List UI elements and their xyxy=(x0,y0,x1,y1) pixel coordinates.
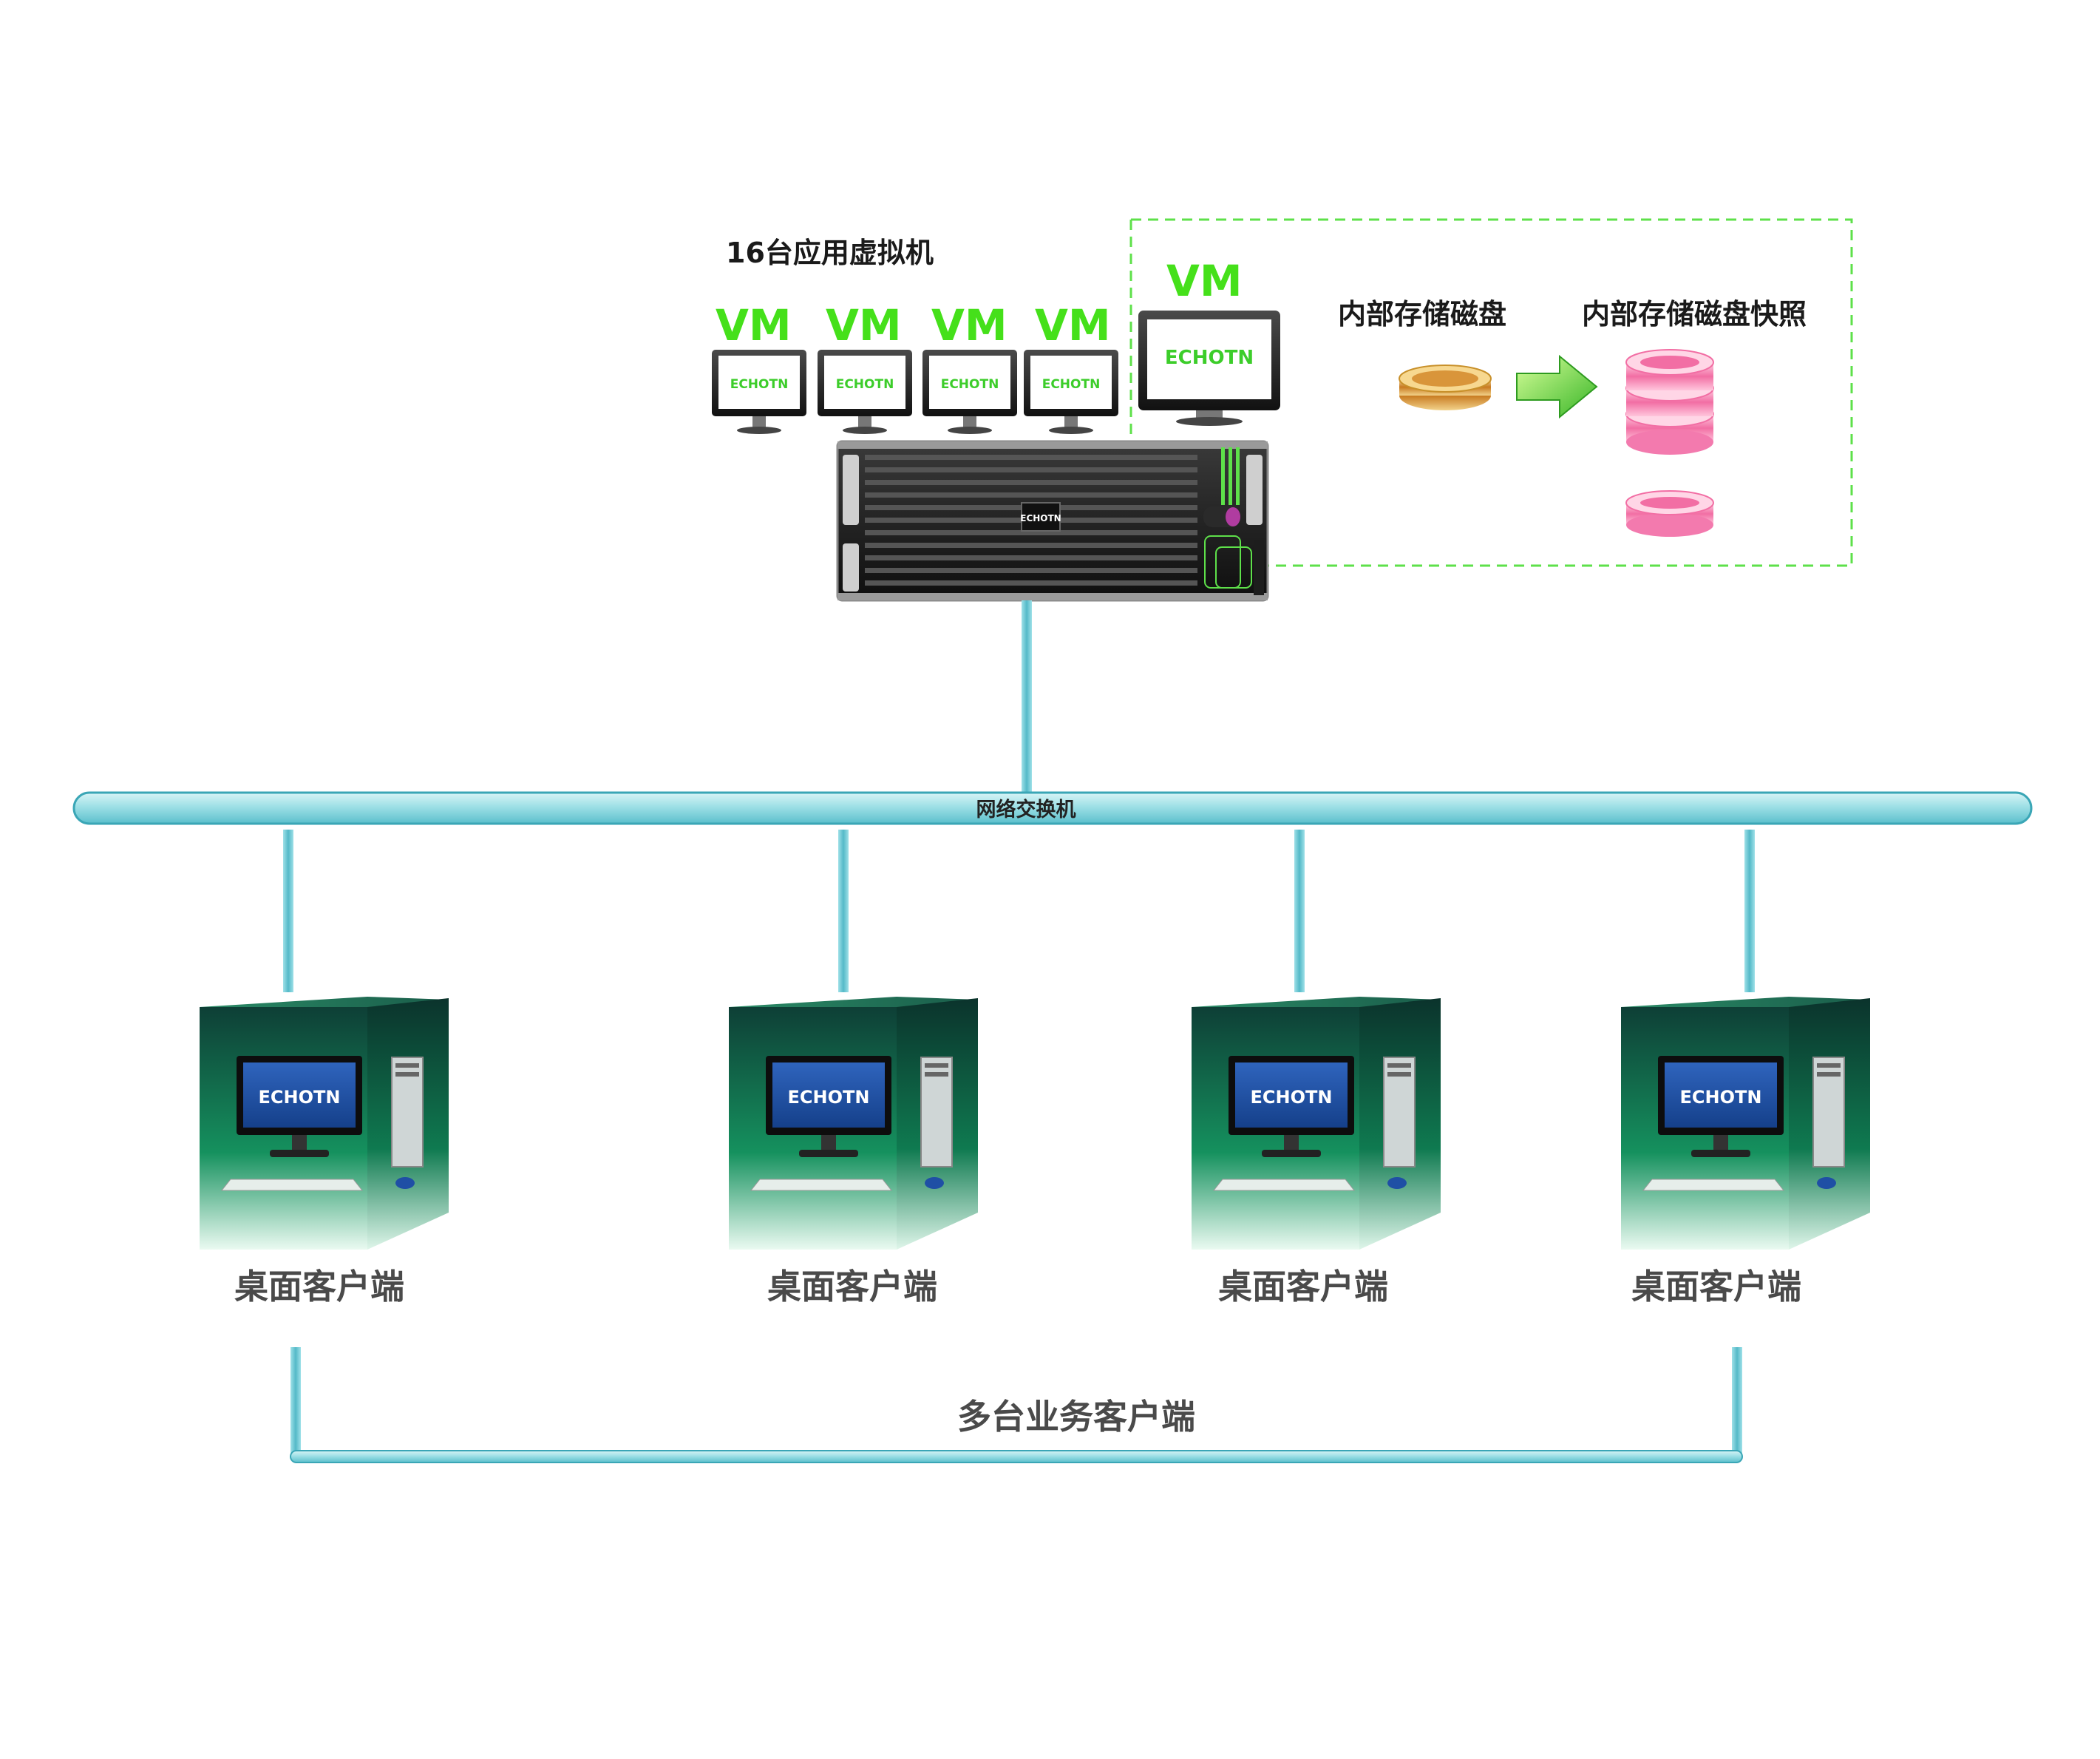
vm-monitor-3: ECHOTN xyxy=(922,350,1017,434)
client-cable-3 xyxy=(1294,830,1305,992)
snapshot-disk-stack-icon xyxy=(1625,349,1714,455)
client-cable-1 xyxy=(283,830,293,992)
vm-label-2: VM xyxy=(826,300,902,350)
client-cable-2 xyxy=(838,830,849,992)
desktop-client-2: ECHOTN xyxy=(729,997,978,1250)
brand-logo: ECHOTN xyxy=(1165,347,1254,369)
client-screen-logo: ECHOTN xyxy=(1251,1087,1333,1108)
vm-monitor-2: ECHOTN xyxy=(818,350,912,434)
vm-label-4: VM xyxy=(1035,300,1111,350)
network-switch-bar xyxy=(72,791,2033,825)
brand-logo: ECHOTN xyxy=(941,377,999,392)
client-group-bracket xyxy=(290,1347,1743,1463)
desktop-client-1: ECHOTN xyxy=(200,997,449,1250)
client-cable-4 xyxy=(1744,830,1755,992)
brand-logo: ECHOTN xyxy=(730,377,789,392)
storage-disk-label: 内部存储磁盘 xyxy=(1338,298,1506,331)
vm-monitor-large: ECHOTN xyxy=(1138,311,1280,426)
client-group-label: 多台业务客户端 xyxy=(957,1397,1195,1437)
server-logo: ECHOTN xyxy=(1020,513,1061,523)
client-screen-logo: ECHOTN xyxy=(788,1087,870,1108)
client-label-4: 桌面客户端 xyxy=(1631,1267,1801,1306)
server-uplink-cable xyxy=(1022,600,1032,799)
storage-snapshot-label: 内部存储磁盘快照 xyxy=(1582,298,1807,331)
client-label-1: 桌面客户端 xyxy=(234,1267,404,1306)
brand-logo: ECHOTN xyxy=(1042,377,1101,392)
client-label-2: 桌面客户端 xyxy=(767,1267,937,1306)
client-screen-logo: ECHOTN xyxy=(1680,1087,1762,1108)
snapshot-arrow-icon xyxy=(1516,354,1598,419)
vm-label-3: VM xyxy=(931,300,1007,350)
snapshot-disk-single-icon xyxy=(1625,490,1714,537)
vm-monitor-1: ECHOTN xyxy=(712,350,806,434)
vm-label-1: VM xyxy=(716,300,792,350)
desktop-client-4: ECHOTN xyxy=(1621,997,1870,1250)
client-screen-logo: ECHOTN xyxy=(259,1087,341,1108)
vm-label-5: VM xyxy=(1166,256,1243,306)
storage-boundary xyxy=(1131,218,1853,567)
storage-server: ECHOTN xyxy=(836,440,1269,602)
switch-label: 网络交换机 xyxy=(976,798,1076,821)
brand-logo: ECHOTN xyxy=(836,377,894,392)
internal-disk-icon xyxy=(1399,365,1492,410)
vm-group-title: 16台应用虚拟机 xyxy=(726,237,934,269)
vm-monitor-4: ECHOTN xyxy=(1024,350,1118,434)
desktop-client-3: ECHOTN xyxy=(1192,997,1441,1250)
client-label-3: 桌面客户端 xyxy=(1218,1267,1388,1306)
